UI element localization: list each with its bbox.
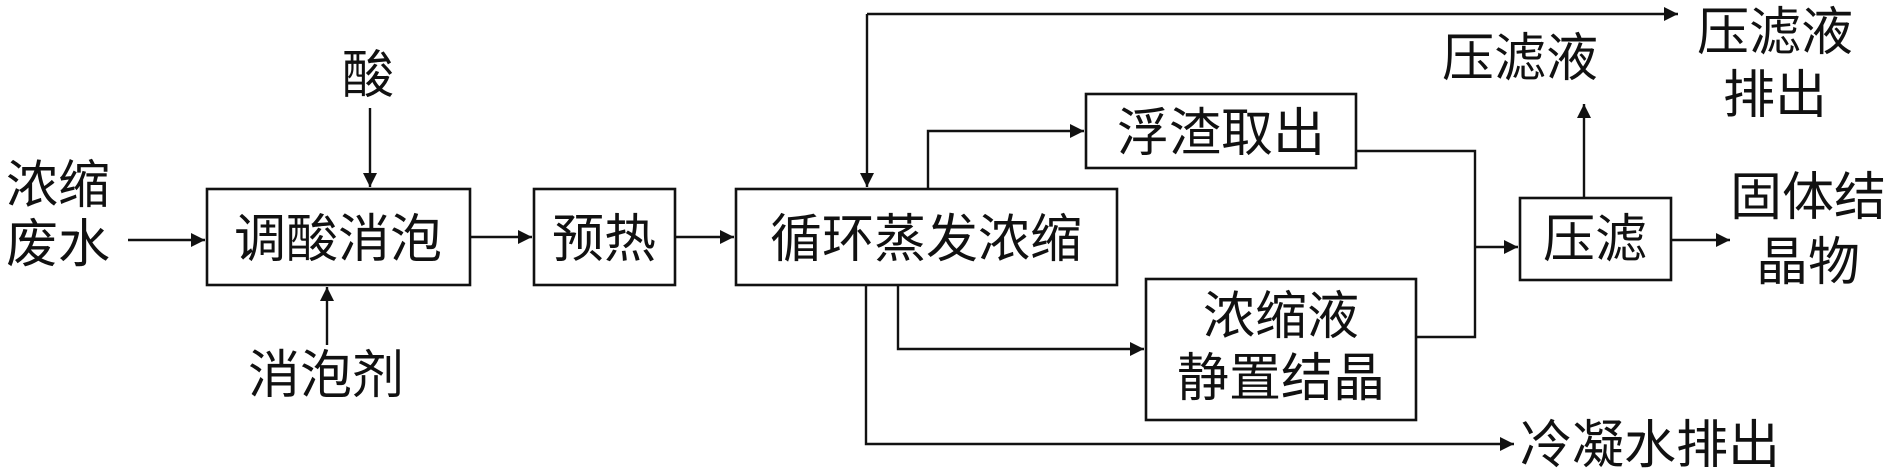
input-wastewater-line1: 浓缩 <box>6 156 110 216</box>
box-crystallization <box>1144 277 1418 422</box>
output-filtrate-discharge-line2: 排出 <box>1723 66 1827 126</box>
box-evaporation-label: 循环蒸发浓缩 <box>770 210 1082 270</box>
box-crystallization-label-line1: 浓缩液 <box>1203 287 1359 347</box>
box-filter-press-label: 压滤 <box>1543 210 1647 270</box>
line-scum-to-merge <box>1356 149 1477 339</box>
box-scum-removal-label: 浮渣取出 <box>1117 104 1325 164</box>
arrow-evaporation-to-crystallization <box>896 285 1144 356</box>
output-solid-crystals-line2: 晶物 <box>1756 233 1860 293</box>
arrow-evaporation-to-scum <box>926 124 1084 189</box>
box-scum-removal <box>1084 92 1358 170</box>
box-acid-defoam <box>205 187 472 287</box>
box-filter-press <box>1518 196 1673 282</box>
input-defoamer-label: 消泡剂 <box>248 346 404 406</box>
output-condensate-discharge-label: 冷凝水排出 <box>1520 416 1780 472</box>
box-crystallization-label-line2: 静置结晶 <box>1177 349 1385 409</box>
output-filtrate-discharge-line1: 压滤液 <box>1697 3 1853 63</box>
box-preheat <box>532 187 677 287</box>
box-acid-defoam-label: 调酸消泡 <box>234 210 442 270</box>
input-acid-label: 酸 <box>342 46 394 106</box>
input-wastewater-line2: 废水 <box>6 215 110 275</box>
output-solid-crystals-line1: 固体结 <box>1730 168 1886 228</box>
box-evaporation <box>734 187 1119 287</box>
arrow-condensate-discharge <box>864 285 1514 451</box>
box-preheat-label: 预热 <box>552 210 656 270</box>
output-filtrate-label: 压滤液 <box>1442 29 1598 89</box>
